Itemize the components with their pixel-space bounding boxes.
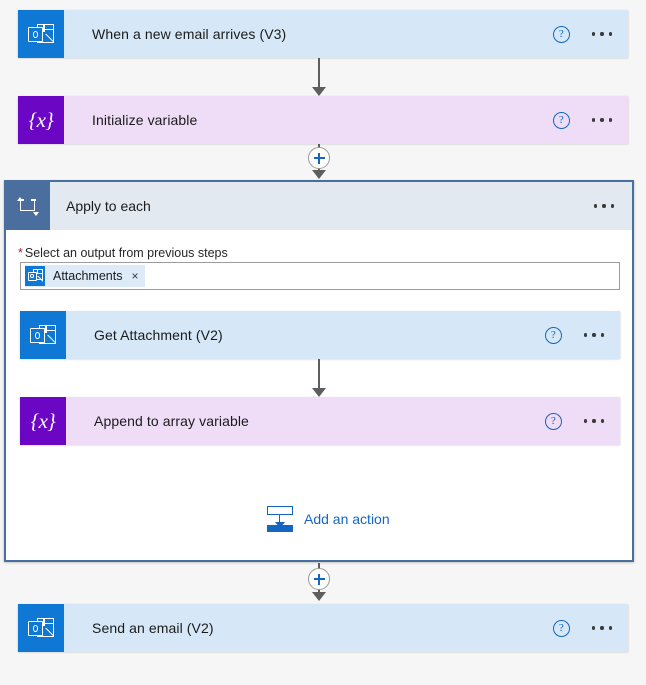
connector-arrow bbox=[312, 388, 326, 397]
flow-step-append-to-array-variable[interactable]: {x} Append to array variable ? bbox=[20, 397, 620, 445]
connector-arrow bbox=[312, 170, 326, 179]
flow-step-when-a-new-email-arrives[interactable]: When a new email arrives (V3) ? bbox=[18, 10, 628, 58]
outlook-icon bbox=[25, 266, 45, 286]
required-asterisk: * bbox=[18, 246, 23, 260]
ellipsis-icon[interactable] bbox=[582, 413, 606, 428]
connector-line bbox=[318, 58, 320, 90]
outlook-icon bbox=[18, 10, 64, 58]
flow-step-get-attachment[interactable]: Get Attachment (V2) ? bbox=[20, 311, 620, 359]
step-title: Apply to each bbox=[66, 198, 151, 214]
connector-arrow bbox=[312, 592, 326, 601]
insert-step-button[interactable] bbox=[308, 568, 330, 590]
step-title: Send an email (V2) bbox=[92, 620, 214, 636]
help-icon[interactable]: ? bbox=[552, 111, 570, 129]
select-output-input[interactable]: Attachments × bbox=[20, 262, 620, 290]
step-title: Append to array variable bbox=[94, 413, 249, 429]
ellipsis-icon[interactable] bbox=[582, 327, 606, 342]
ellipsis-icon[interactable] bbox=[590, 112, 614, 127]
add-action-icon bbox=[266, 505, 294, 533]
add-an-action-button[interactable]: Add an action bbox=[266, 505, 390, 533]
connector-line bbox=[318, 589, 320, 594]
step-title: Initialize variable bbox=[92, 112, 198, 128]
ellipsis-icon[interactable] bbox=[590, 620, 614, 635]
apply-to-each-header[interactable]: Apply to each bbox=[6, 182, 632, 230]
outlook-icon bbox=[18, 604, 64, 652]
close-icon[interactable]: × bbox=[131, 269, 139, 283]
insert-step-button[interactable] bbox=[308, 147, 330, 169]
connector-line bbox=[318, 563, 320, 571]
token-label: Attachments bbox=[53, 269, 123, 283]
outlook-icon bbox=[20, 311, 66, 359]
ellipsis-icon[interactable] bbox=[592, 198, 616, 213]
loop-icon bbox=[6, 182, 50, 230]
step-title: Get Attachment (V2) bbox=[94, 327, 223, 343]
connector-line bbox=[318, 359, 320, 391]
help-icon[interactable]: ? bbox=[552, 619, 570, 637]
variable-icon: {x} bbox=[18, 96, 64, 144]
add-an-action-label: Add an action bbox=[304, 511, 390, 527]
help-icon[interactable]: ? bbox=[552, 25, 570, 43]
variable-icon: {x} bbox=[20, 397, 66, 445]
flow-step-send-an-email[interactable]: Send an email (V2) ? bbox=[18, 604, 628, 652]
select-output-label: *Select an output from previous steps bbox=[18, 246, 228, 260]
help-icon[interactable]: ? bbox=[544, 412, 562, 430]
step-title: When a new email arrives (V3) bbox=[92, 26, 287, 42]
connector-arrow bbox=[312, 87, 326, 96]
flow-step-initialize-variable[interactable]: {x} Initialize variable ? bbox=[18, 96, 628, 144]
help-icon[interactable]: ? bbox=[544, 326, 562, 344]
token-attachments[interactable]: Attachments × bbox=[25, 265, 145, 287]
ellipsis-icon[interactable] bbox=[590, 26, 614, 41]
